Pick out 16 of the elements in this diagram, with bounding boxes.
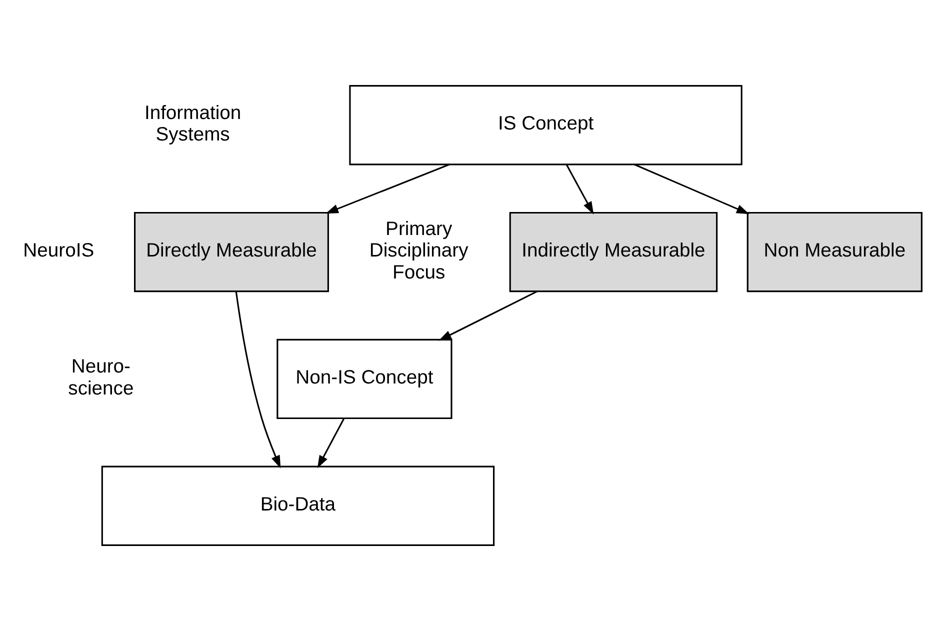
label: Information Systems [144, 101, 242, 146]
node-box: Non-IS Concept [276, 338, 452, 419]
label: NeuroIS [23, 239, 94, 262]
arrow [438, 290, 538, 340]
node-box: IS Concept [349, 84, 742, 165]
arrow [326, 163, 450, 214]
arrow [235, 290, 281, 468]
arrow [317, 418, 345, 468]
node-box: Bio-Data [101, 465, 495, 546]
label: Neuro- science [68, 355, 134, 399]
label: Primary Disciplinary Focus [369, 217, 468, 283]
node-box: Non Measurable [746, 211, 922, 292]
arrow [566, 164, 594, 214]
arrow [634, 163, 750, 214]
node-box: Indirectly Measurable [509, 211, 718, 292]
node-box: Directly Measurable [134, 211, 329, 292]
